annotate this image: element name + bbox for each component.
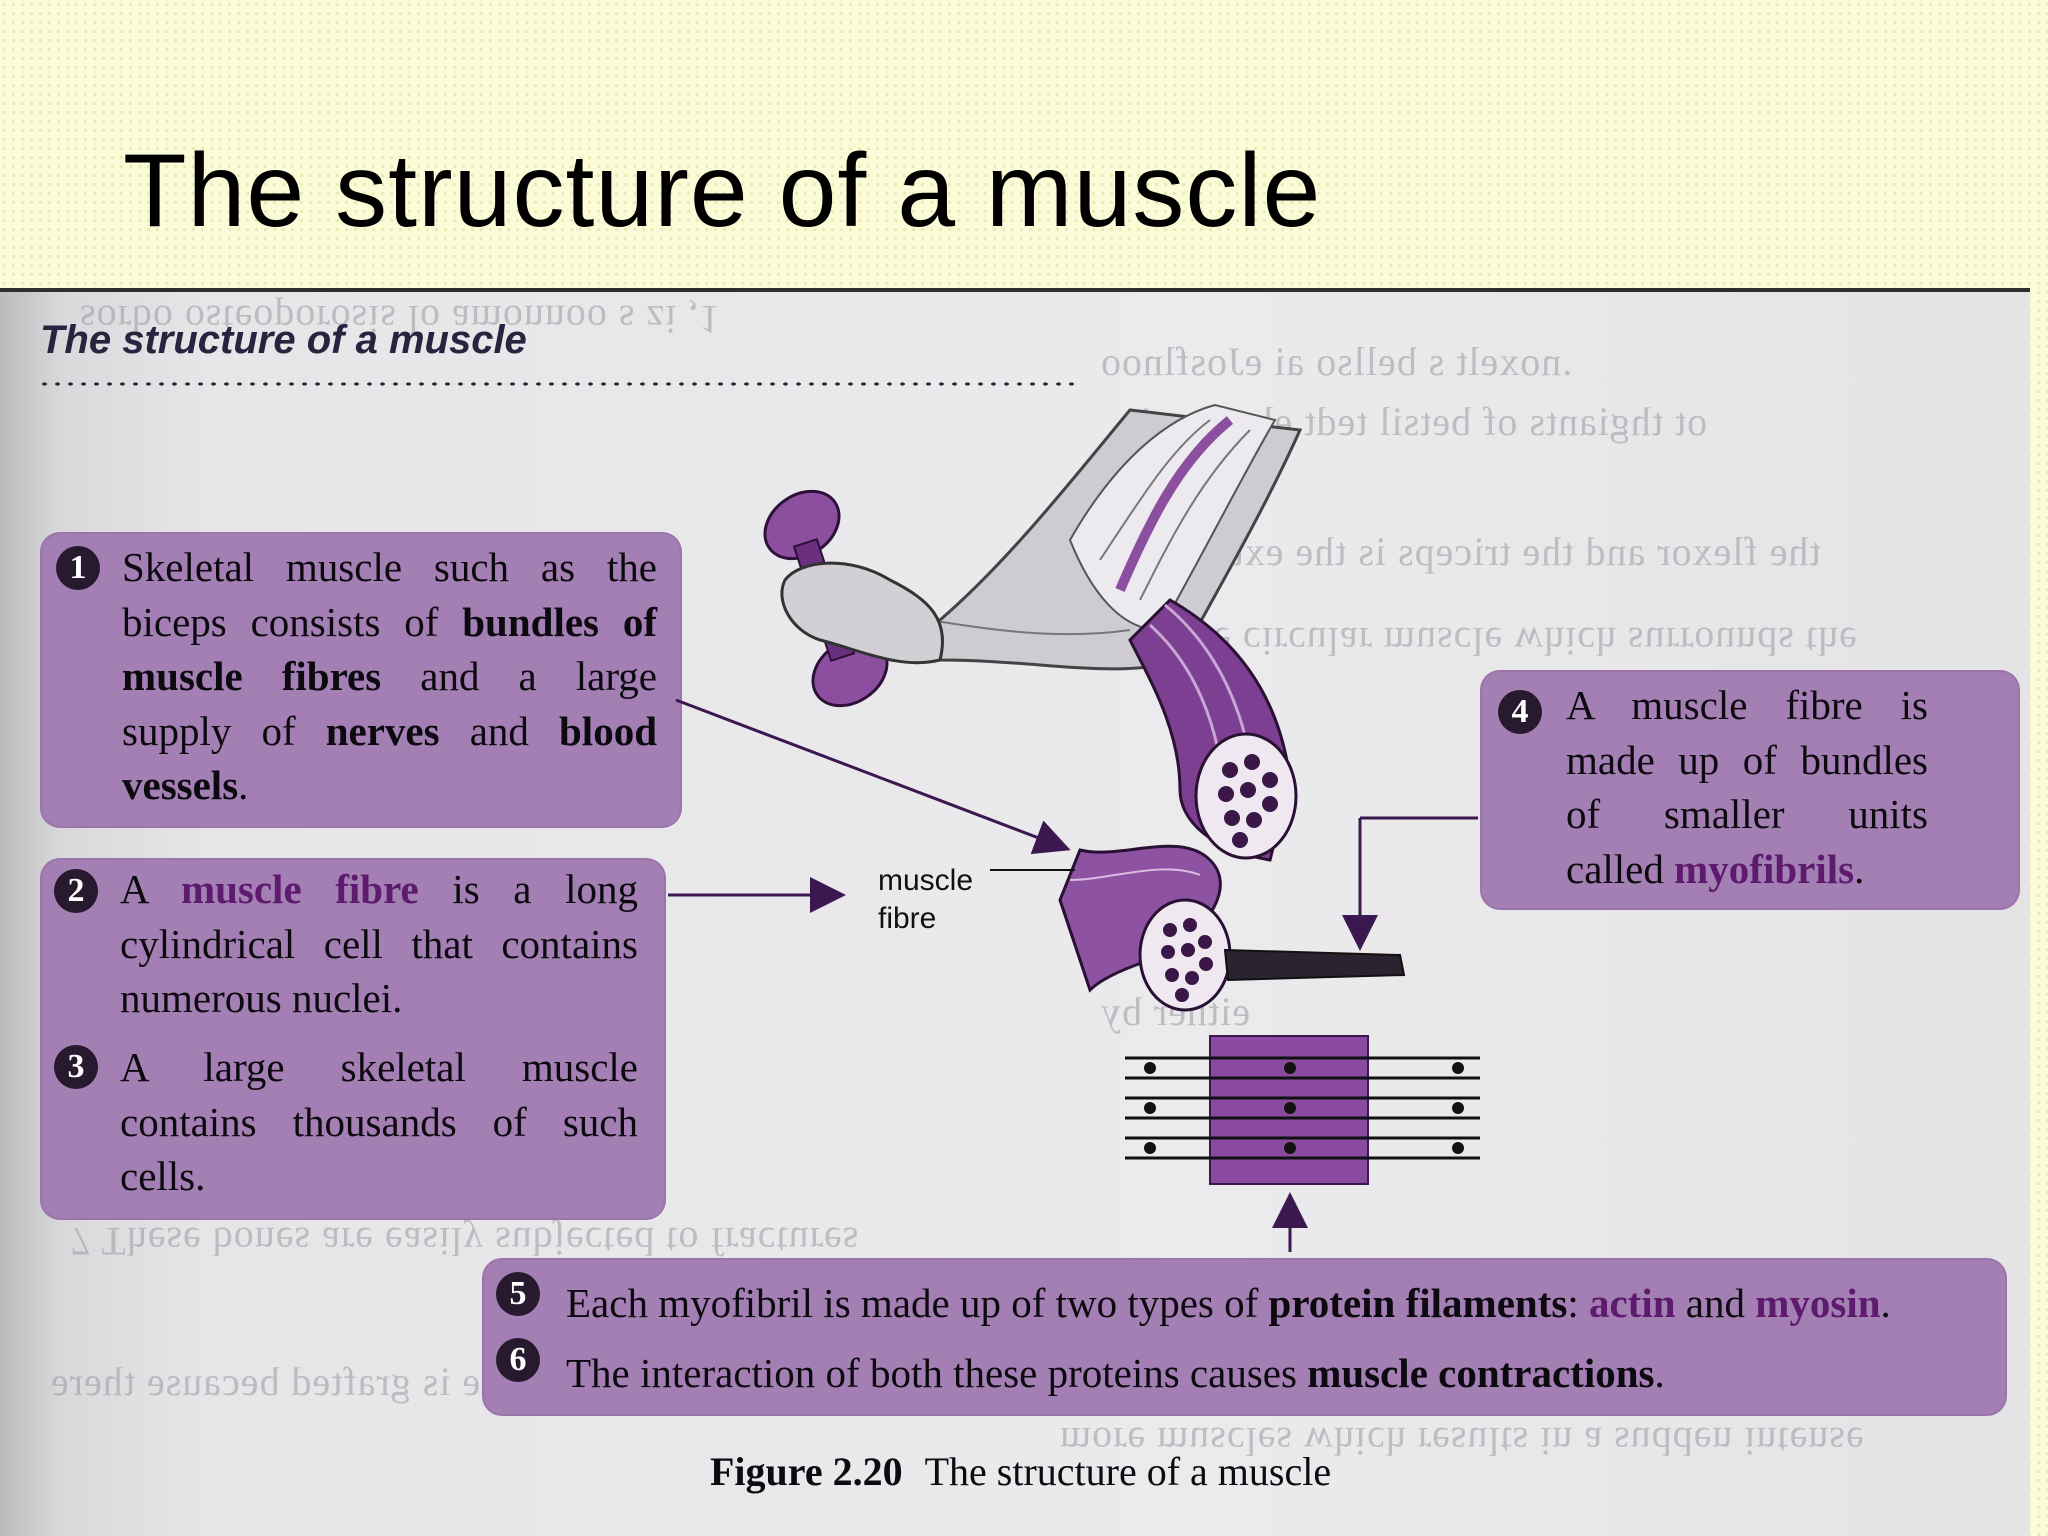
callout-text-segment: A muscle fibre is made up of bundles of … xyxy=(1566,682,1928,892)
hand-drawing xyxy=(780,561,945,665)
page-top-edge xyxy=(0,288,2030,292)
callout-text-segment: The interaction of both these proteins c… xyxy=(566,1350,1308,1396)
callout-text-segment: Skeletal muscle such as the biceps consi… xyxy=(122,544,657,645)
callout-text-segment: and xyxy=(439,707,559,754)
callout-text-segment: is a long cylindrical cell that contains… xyxy=(120,866,639,1021)
callout-number-4: 4 xyxy=(1498,690,1542,734)
callout-text-segment: myofibrils xyxy=(1674,845,1855,892)
myofibril-strand xyxy=(1223,948,1406,982)
callout-box-4 xyxy=(1480,670,2020,910)
callout-text-5: Each myofibril is made up of two types o… xyxy=(566,1276,1986,1331)
callout-text-3: A large skeletal muscle contains thousan… xyxy=(120,1040,638,1204)
callout-text-4: A muscle fibre is made up of bundles of … xyxy=(1566,678,1928,896)
slide-title: The structure of a muscle xyxy=(123,133,1322,249)
protein-filament-diagram xyxy=(1125,1035,1480,1185)
figure-heading: The structure of a muscle xyxy=(40,318,527,362)
callout-text-6: The interaction of both these proteins c… xyxy=(566,1346,1986,1401)
arm-drawing xyxy=(892,403,1303,671)
callout-text-segment: Each myofibril is made up of two types o… xyxy=(566,1280,1269,1326)
callout-text-segment: and xyxy=(1675,1280,1756,1326)
callout-text-segment: nerves xyxy=(325,707,440,754)
callout-text-segment: A xyxy=(120,866,181,912)
callout-text-segment: A large skeletal muscle contains thousan… xyxy=(120,1044,638,1199)
muscle-fibre-label: muscle fibre xyxy=(878,864,974,935)
callout-box-2-3 xyxy=(40,858,666,1220)
dotted-divider xyxy=(38,380,1078,388)
callout-text-segment: . xyxy=(238,762,249,808)
callout-text-segment: and a large supply of xyxy=(122,653,657,754)
callout-number-1: 1 xyxy=(56,546,100,590)
callout-text-segment: . xyxy=(1654,1350,1665,1396)
callout-text-segment: . xyxy=(1854,845,1865,892)
muscle-fibre-tube xyxy=(1058,844,1222,993)
callout-text-segment: bundles of muscle fibres xyxy=(122,598,657,700)
callout-text-segment: blood vessels xyxy=(122,707,657,809)
callout-number-2: 2 xyxy=(54,869,98,913)
callout-text-segment: muscle fibre xyxy=(180,866,419,912)
callout-text-1: Skeletal muscle such as the biceps consi… xyxy=(122,540,657,813)
callout-text-2: A muscle fibre is a long cylindrical cel… xyxy=(120,862,638,1026)
callout-text-segment: . xyxy=(1880,1280,1891,1326)
callout-number-6: 6 xyxy=(496,1338,540,1382)
callout-number-3: 3 xyxy=(54,1045,98,1089)
callout-box-1 xyxy=(40,532,682,828)
callout-text-segment: actin xyxy=(1588,1280,1676,1326)
callout-text-segment: : xyxy=(1567,1280,1589,1326)
callout-text-segment: protein filaments xyxy=(1268,1280,1568,1326)
pointer-arrows xyxy=(668,698,1478,1252)
callout-text-segment: muscle contractions xyxy=(1307,1350,1655,1396)
callout-number-5: 5 xyxy=(496,1272,540,1316)
callout-text-segment: myosin xyxy=(1755,1280,1881,1326)
callout-box-5-6 xyxy=(482,1258,2007,1416)
